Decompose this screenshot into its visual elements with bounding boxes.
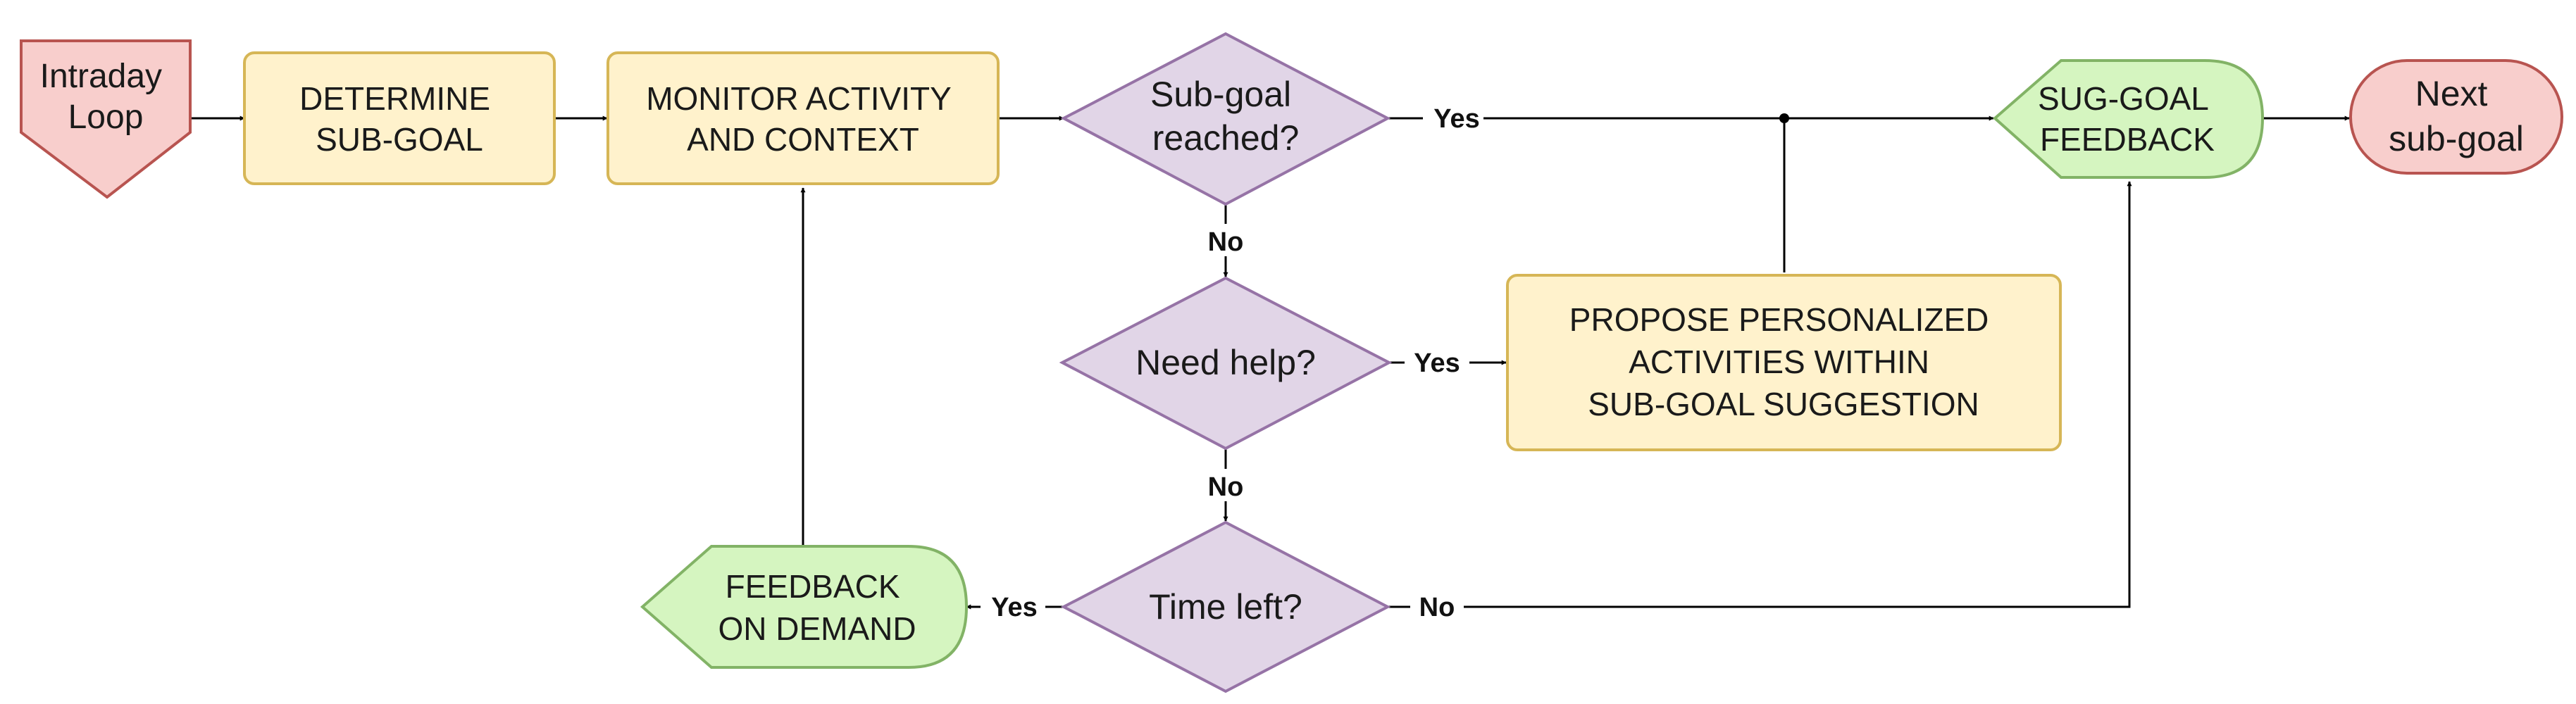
edge-label-reached-no: No	[1208, 227, 1244, 257]
time-left-decision: Time left?	[1060, 520, 1391, 693]
nodes: Intraday Loop DETERMINE SUB-GOAL MONITOR…	[20, 32, 2563, 693]
monitor-activity-label: MONITOR ACTIVITY AND CONTEXT	[646, 80, 960, 158]
edge-label-time-no: No	[1419, 593, 1455, 622]
intraday-loop-line-1: Intraday	[40, 58, 162, 95]
next-subgoal-label: Next sub-goal	[2389, 74, 2524, 158]
determine-subgoal-line-1: DETERMINE	[299, 80, 490, 117]
feedback-on-demand-line-2: ON DEMAND	[718, 610, 916, 647]
monitor-activity-node: MONITOR ACTIVITY AND CONTEXT	[606, 51, 1000, 185]
determine-subgoal-label: DETERMINE SUB-GOAL	[299, 80, 499, 158]
determine-subgoal-line-2: SUB-GOAL	[316, 121, 483, 158]
monitor-activity-line-1: MONITOR ACTIVITY	[646, 80, 951, 117]
edge-labels: Yes No Yes No Yes No	[981, 103, 1483, 624]
monitor-activity-line-2: AND CONTEXT	[687, 121, 919, 158]
subgoal-feedback-label: SUG-GOAL FEEDBACK	[2038, 80, 2217, 158]
subgoal-feedback-line-1: SUG-GOAL	[2038, 80, 2208, 117]
edge-label-reached-yes: Yes	[1433, 104, 1480, 134]
next-subgoal-line-2: sub-goal	[2389, 119, 2524, 158]
subgoal-reached-line-1: Sub-goal	[1150, 75, 1291, 114]
feedback-on-demand-label: FEEDBACK ON DEMAND	[718, 568, 916, 647]
propose-activities-line-3: SUB-GOAL SUGGESTION	[1588, 386, 1979, 422]
subgoal-feedback-node: SUG-GOAL FEEDBACK	[1992, 59, 2265, 179]
determine-subgoal-node: DETERMINE SUB-GOAL	[243, 51, 556, 185]
intraday-loop-line-2: Loop	[68, 99, 144, 136]
feedback-on-demand-line-1: FEEDBACK	[726, 568, 900, 605]
edge-label-time-yes: Yes	[991, 593, 1038, 622]
propose-activities-node: PROPOSE PERSONALIZED ACTIVITIES WITHIN S…	[1506, 274, 2062, 451]
edge-label-help-yes: Yes	[1414, 348, 1460, 378]
next-subgoal-line-1: Next	[2415, 74, 2488, 113]
propose-activities-label: PROPOSE PERSONALIZED ACTIVITIES WITHIN S…	[1569, 301, 1998, 422]
need-help-label: Need help?	[1135, 343, 1316, 382]
subgoal-reached-decision: Sub-goal reached?	[1060, 32, 1391, 206]
edge-time-no-to-feedback	[1388, 181, 2132, 608]
subgoal-reached-label: Sub-goal reached?	[1150, 75, 1301, 158]
subgoal-feedback-line-2: FEEDBACK	[2040, 121, 2215, 158]
feedback-on-demand-node: FEEDBACK ON DEMAND	[640, 545, 969, 669]
need-help-decision: Need help?	[1059, 276, 1393, 451]
subgoal-reached-line-2: reached?	[1152, 118, 1300, 158]
propose-activities-line-1: PROPOSE PERSONALIZED	[1569, 301, 1989, 338]
edge-label-help-no: No	[1208, 472, 1244, 502]
intraday-loop-label: Intraday Loop	[40, 58, 172, 136]
propose-activities-line-2: ACTIVITIES WITHIN	[1629, 344, 1929, 380]
intraday-loop-node: Intraday Loop	[20, 39, 192, 199]
next-subgoal-node: Next sub-goal	[2349, 59, 2563, 175]
time-left-label: Time left?	[1149, 587, 1302, 627]
